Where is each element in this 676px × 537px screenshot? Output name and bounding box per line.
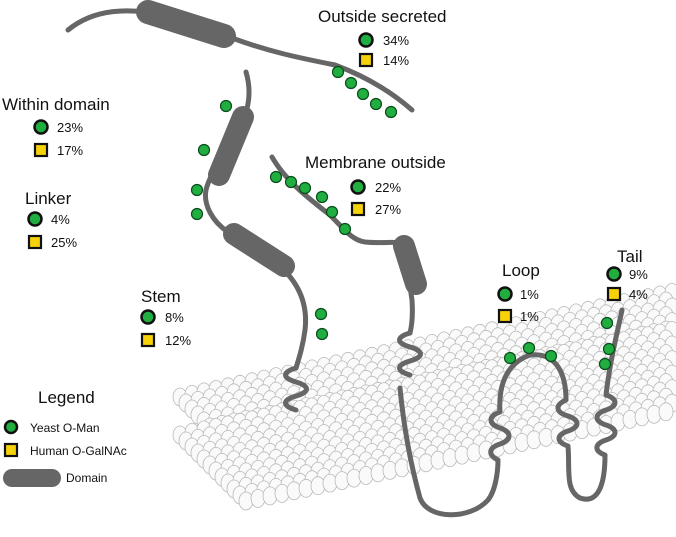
human-percentage: 14% <box>383 53 409 68</box>
membrane-outside-domain <box>393 235 427 295</box>
within-domain-blob <box>208 106 254 186</box>
yeast-percentage: 1% <box>520 287 539 302</box>
category-linker: Linker 4% 25% <box>25 189 77 250</box>
yeast-percentage: 22% <box>375 180 401 195</box>
glycosylation-site <box>544 349 558 363</box>
yeast-o-man-marker <box>27 211 43 227</box>
glycosylation-site <box>522 341 536 355</box>
legend-domain-label: Domain <box>66 471 107 485</box>
glycosylation-site <box>356 87 370 101</box>
human-percentage: 12% <box>165 333 191 348</box>
legend-yeast-label: Yeast O-Man <box>30 421 100 435</box>
glycosylation-site <box>315 327 329 341</box>
legend-title: Legend <box>38 388 95 407</box>
glycosylation-site <box>338 222 352 236</box>
glycosylation-site <box>325 205 339 219</box>
glycosylation-site <box>602 342 616 356</box>
category-outside-secreted: Outside secreted 34% 14% <box>318 7 447 68</box>
glycosylation-site <box>190 183 204 197</box>
human-percentage: 4% <box>629 287 648 302</box>
yeast-percentage: 8% <box>165 310 184 325</box>
yeast-o-man-marker <box>497 286 513 302</box>
human-percentage: 25% <box>51 235 77 250</box>
category-title: Within domain <box>2 95 110 114</box>
membrane-outside-chain <box>269 154 415 336</box>
human-percentage: 27% <box>375 202 401 217</box>
lipid-head <box>658 402 674 422</box>
category-title: Membrane outside <box>305 153 446 172</box>
legend: Legend Yeast O-Man Human O-GalNAc Domain <box>3 388 127 487</box>
glycosylation-sites <box>190 65 616 371</box>
glycosylation-site <box>315 190 329 204</box>
category-membrane-outside: Membrane outside 22% 27% <box>305 153 446 217</box>
protein-chains <box>65 0 625 518</box>
category-title: Linker <box>25 189 72 208</box>
human-o-galnac-marker <box>358 52 374 68</box>
yeast-o-man-marker <box>606 266 622 282</box>
glycosylation-site <box>269 170 283 184</box>
glycosylation-site <box>600 316 614 330</box>
human-o-galnac-marker <box>497 308 513 324</box>
human-o-galnac-marker <box>350 201 366 217</box>
glycosylation-site <box>197 143 211 157</box>
glycosylation-site <box>284 175 298 189</box>
legend-human-label: Human O-GalNAc <box>30 444 127 458</box>
category-title: Loop <box>502 261 540 280</box>
legend-yeast-marker <box>3 419 19 435</box>
multipass-chain <box>397 307 625 518</box>
human-percentage: 17% <box>57 143 83 158</box>
glycosylation-site <box>344 76 358 90</box>
glycosylation-site <box>219 99 233 113</box>
yeast-percentage: 23% <box>57 120 83 135</box>
membrane-outside-helix <box>397 330 423 378</box>
yeast-percentage: 4% <box>51 212 70 227</box>
domain-stem-chain <box>202 69 309 371</box>
legend-human-marker <box>3 442 19 458</box>
human-o-galnac-marker <box>27 234 43 250</box>
category-title: Tail <box>617 247 643 266</box>
category-labels: Outside secreted 34% 14% Within domain 23% 17… <box>2 7 648 348</box>
glycosylation-site <box>190 207 204 221</box>
yeast-percentage: 34% <box>383 33 409 48</box>
secreted-chain <box>65 8 415 113</box>
category-within-domain: Within domain 23% 17% <box>2 95 110 158</box>
glycosylation-site <box>298 181 312 195</box>
glycosylation-site <box>369 97 383 111</box>
category-title: Stem <box>141 287 181 306</box>
yeast-o-man-marker <box>140 309 156 325</box>
yeast-o-man-marker <box>350 179 366 195</box>
category-title: Outside secreted <box>318 7 447 26</box>
human-percentage: 1% <box>520 309 539 324</box>
yeast-o-man-marker <box>358 32 374 48</box>
membrane-bilayer <box>172 283 676 511</box>
human-o-galnac-marker <box>33 142 49 158</box>
human-o-galnac-marker <box>140 332 156 348</box>
yeast-percentage: 9% <box>629 267 648 282</box>
secreted-domain <box>136 0 236 48</box>
category-stem: Stem 8% 12% <box>140 287 191 348</box>
human-o-galnac-marker <box>606 286 622 302</box>
glycosylation-site <box>384 105 398 119</box>
glycosylation-site <box>314 307 328 321</box>
membrane-lower-leaflet <box>172 321 676 511</box>
glycosylation-site <box>503 351 517 365</box>
glycosylation-site <box>598 357 612 371</box>
yeast-o-man-marker <box>33 119 49 135</box>
stem-helix <box>283 365 309 413</box>
category-loop: Loop 1% 1% <box>497 261 540 324</box>
glycosylation-site <box>331 65 345 79</box>
stem-domain-blob <box>223 223 295 277</box>
